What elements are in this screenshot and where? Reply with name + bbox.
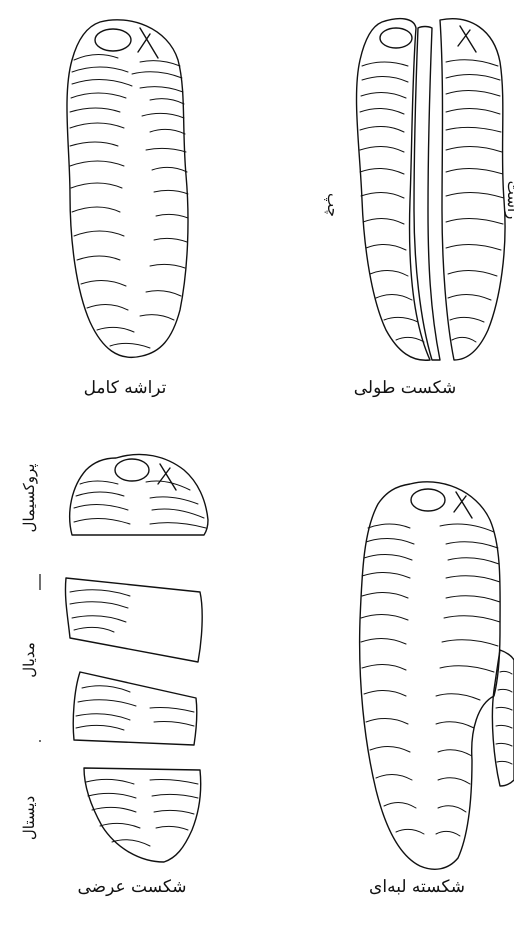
left-side-label: چپ xyxy=(324,193,342,217)
longitudinal-break-caption: شکست طولی xyxy=(354,378,457,398)
edge-break-drawing xyxy=(360,482,514,869)
transverse-break-ripples xyxy=(70,481,206,846)
transverse-break-caption: شکست عرضی xyxy=(77,877,186,897)
complete-flake-drawing xyxy=(67,20,188,358)
complete-flake-ripples xyxy=(70,54,188,348)
right-side-label: راست xyxy=(504,181,514,220)
edge-break-ripples xyxy=(361,524,512,836)
edge-break-caption: شکسته لبه‌ای xyxy=(369,877,465,897)
segment-label-medial: مدیال xyxy=(20,642,38,678)
longitudinal-break-drawing xyxy=(357,19,506,361)
segment-label-proximal: پروکسیمال xyxy=(20,464,38,533)
segment-label-distal: دیستال xyxy=(20,796,38,840)
transverse-break-drawing xyxy=(65,454,208,862)
complete-flake-caption: تراشه کامل xyxy=(84,378,167,398)
